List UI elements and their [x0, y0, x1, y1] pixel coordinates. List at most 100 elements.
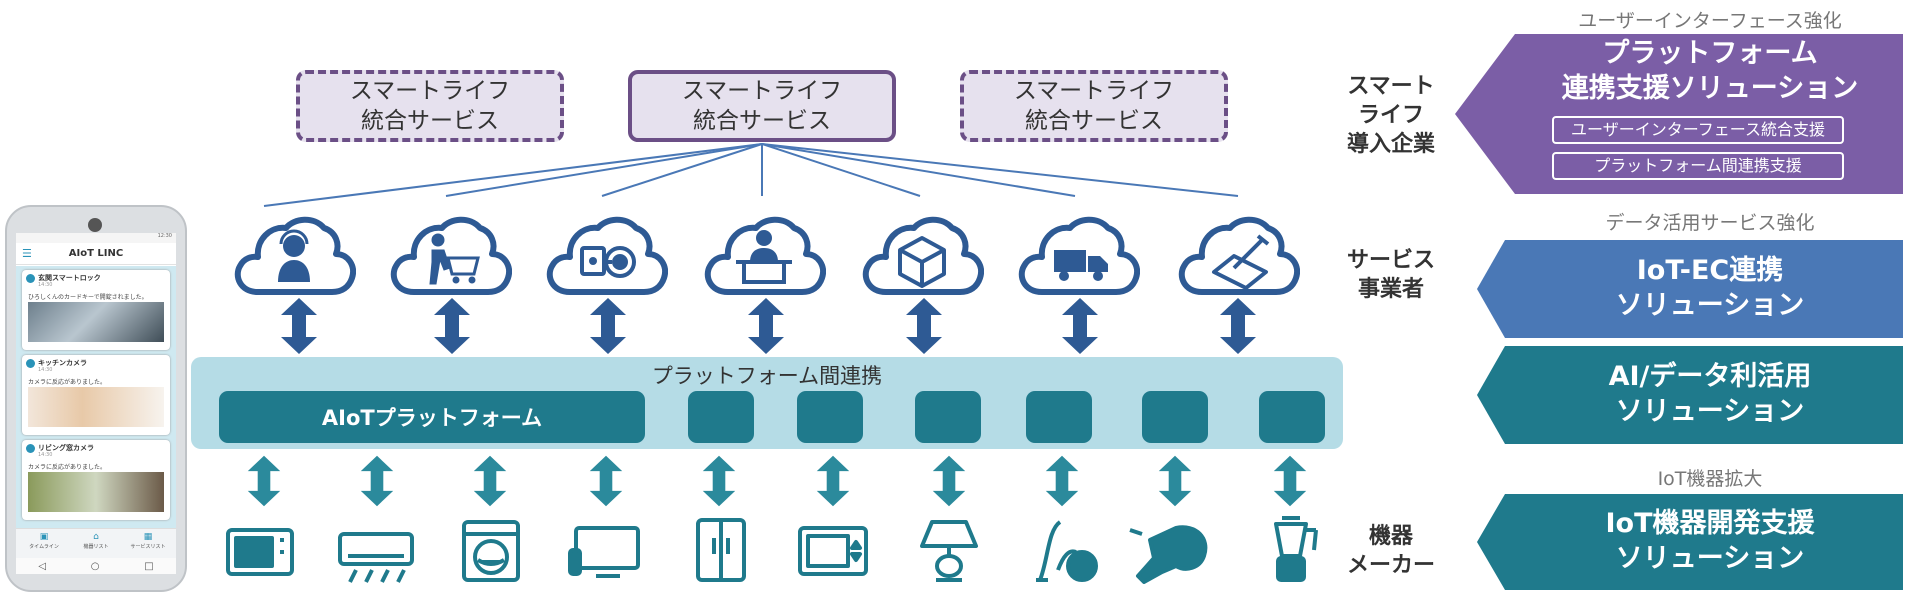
card-time: 14:30 [38, 452, 53, 458]
tab-device-list[interactable]: ⌂ 機器リスト [70, 531, 122, 550]
platform-box [797, 391, 863, 443]
double-arrow-icon [748, 298, 784, 354]
back-icon[interactable]: ◁ [38, 560, 47, 572]
tab-service-list[interactable]: ▦サービスリスト [122, 531, 174, 550]
platform-box [915, 391, 981, 443]
card-title: キッチンカメラ [38, 359, 87, 367]
double-arrow-icon [1045, 455, 1079, 507]
iot-ec-solution-title: IoT-EC連携 ソリューション [1515, 253, 1905, 323]
door-lock-photo [28, 302, 164, 342]
aiot-platform-box: AIoTプラットフォーム [219, 391, 645, 443]
washing-machine-icon [462, 520, 520, 582]
nav-bar-spacer [16, 552, 176, 558]
home-button-icon[interactable]: ○ [90, 560, 100, 572]
service-box-line2: 統合サービス [361, 108, 499, 134]
double-arrow-icon [281, 298, 317, 354]
double-arrow-icon [1220, 298, 1256, 354]
chevron-iot-device-solution [1477, 494, 1903, 590]
tab-timeline[interactable]: ▣タイムライン [18, 531, 70, 550]
row-label-line: ライフ [1357, 103, 1424, 128]
timeline-card[interactable]: 玄関スマートロック 14:30 ひろしくんのカードキーで開錠されました。 [22, 270, 170, 350]
solution-title-line: IoT機器開発支援 [1605, 508, 1815, 539]
app-title: AIoT LINC [68, 248, 124, 259]
double-arrow-icon [702, 455, 736, 507]
double-arrow-icon [932, 455, 966, 507]
double-arrow-icon [589, 455, 623, 507]
double-arrow-icon [1158, 455, 1192, 507]
solution-title-line: ソリューション [1615, 396, 1805, 427]
platform-box [688, 391, 754, 443]
solution-title-line: 連携支援ソリューション [1561, 73, 1859, 104]
row-label-line: スマート [1347, 74, 1435, 99]
smart-life-service-box-2: スマートライフ 統合サービス [628, 70, 896, 142]
refrigerator-icon [696, 518, 746, 582]
solution-title-line: ソリューション [1615, 543, 1805, 574]
card-message: カメラに反応がありました。 [28, 464, 107, 471]
app-header: ☰ AIoT LINC [16, 243, 176, 265]
solution-chevrons [1455, 34, 1903, 590]
air-conditioner-icon [338, 532, 414, 583]
timeline-area: 玄関スマートロック 14:30 ひろしくんのカードキーで開錠されました。 キッチ… [16, 266, 176, 528]
notification-icon [26, 444, 35, 453]
status-time: 12:30 [157, 233, 172, 239]
row-label-line: 機器 [1368, 524, 1413, 549]
service-box-line2: 統合サービス [693, 108, 831, 134]
card-title: リビング窓カメラ [38, 444, 94, 452]
provider-arrows [281, 298, 1256, 354]
delivery-cart-icon [394, 220, 509, 292]
card-time: 14:30 [38, 367, 53, 373]
oven-icon [798, 526, 868, 576]
card-time: 14:30 [38, 282, 53, 288]
platform-box [1259, 391, 1325, 443]
living-window-camera-photo [28, 472, 164, 512]
smart-life-service-box-1: スマートライフ 統合サービス [296, 70, 564, 142]
tab-label: 機器リスト [83, 544, 109, 550]
recents-icon[interactable]: □ [144, 560, 154, 572]
solution-header-ui: ユーザーインターフェース強化 [1578, 10, 1842, 32]
solution-title-line: プラットフォーム [1602, 38, 1818, 69]
double-arrow-icon [906, 298, 942, 354]
row-label-smart-life-adopters: スマート ライフ 導入企業 [1336, 72, 1446, 159]
home-icon: ⌂ [93, 532, 99, 542]
solution-header-iot: IoT機器拡大 [1657, 468, 1763, 490]
truck-icon [1022, 220, 1137, 292]
card-title: 玄関スマートロック [38, 274, 101, 282]
timeline-card[interactable]: リビング窓カメラ 14:30 カメラに反応がありました。 [22, 440, 170, 520]
solution-title-line: IoT-EC連携 [1636, 255, 1784, 286]
timeline-card[interactable]: キッチンカメラ 14:30 カメラに反応がありました。 [22, 355, 170, 435]
row-label-line: 事業者 [1357, 277, 1424, 302]
platform-box [1026, 391, 1092, 443]
chevron-platform-solution [1455, 34, 1903, 194]
double-arrow-icon [816, 455, 850, 507]
ui-integration-support-tag: ユーザーインターフェース統合支援 [1552, 116, 1844, 144]
system-nav-bar: ◁ ○ □ [16, 558, 176, 574]
row-label-line: メーカー [1346, 553, 1435, 578]
status-bar: 12:30 [16, 233, 176, 243]
service-box-line1: スマートライフ [1013, 78, 1175, 104]
notification-icon [26, 359, 35, 368]
row-label-device-makers: 機器 メーカー [1336, 522, 1446, 580]
hair-dryer-icon [1129, 525, 1208, 584]
solution-title-line: ソリューション [1615, 290, 1805, 321]
chevron-iot-ec-solution [1477, 240, 1903, 338]
platform-interconnection-label: プラットフォーム間連携 [651, 364, 883, 388]
double-arrow-icon [1062, 298, 1098, 354]
smart-life-service-box-3: スマートライフ 統合サービス [960, 70, 1228, 142]
microwave-icon [226, 528, 294, 576]
phone-camera [88, 218, 102, 232]
service-box-line1: スマートライフ [681, 78, 843, 104]
chevron-ai-data-solution [1477, 346, 1903, 444]
double-arrow-icon [360, 455, 394, 507]
solution-title-line: AI/データ利活用 [1608, 361, 1812, 392]
operator-icon [238, 220, 353, 292]
television-icon [568, 526, 640, 578]
desk-worker-icon [708, 220, 823, 292]
vacuum-cleaner-icon [1036, 520, 1098, 582]
platform-interconnect-support-tag: プラットフォーム間連携支援 [1552, 152, 1844, 180]
iot-device-solution-title: IoT機器開発支援 ソリューション [1515, 506, 1905, 576]
double-arrow-icon [434, 298, 470, 354]
platform-box [1142, 391, 1208, 443]
menu-icon[interactable]: ☰ [22, 247, 32, 260]
double-arrow-icon [590, 298, 626, 354]
